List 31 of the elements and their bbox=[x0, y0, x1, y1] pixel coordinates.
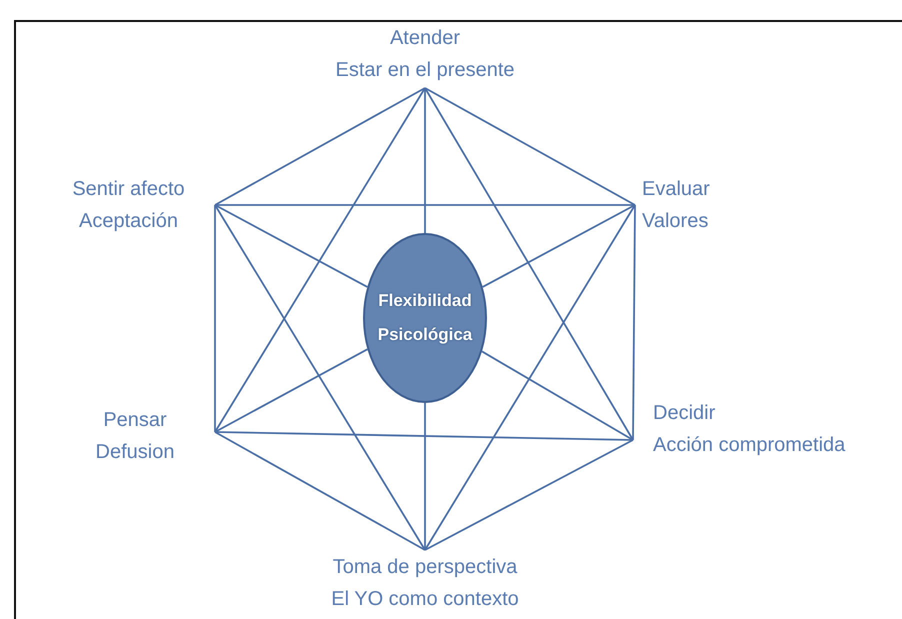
connector-line bbox=[214, 204, 426, 550]
connector-line bbox=[214, 205, 216, 432]
connector-line bbox=[214, 87, 426, 206]
process-name: Sentir afecto bbox=[72, 177, 185, 202]
process-name: Decidir bbox=[653, 401, 716, 426]
process-subtitle: Valores bbox=[642, 209, 708, 234]
connector-line bbox=[214, 431, 426, 551]
connector-line bbox=[424, 439, 634, 551]
connector-line bbox=[424, 204, 636, 550]
process-subtitle: Estar en el presente bbox=[336, 58, 514, 83]
process-subtitle: Defusion bbox=[96, 440, 174, 465]
connector-line bbox=[215, 204, 635, 206]
process-name: Evaluar bbox=[642, 177, 710, 202]
process-name: Atender bbox=[390, 26, 460, 51]
process-name: Toma de perspectiva bbox=[332, 555, 518, 580]
center-title: Flexibilidad Psicológica bbox=[376, 290, 474, 346]
connector-line bbox=[214, 431, 634, 441]
process-subtitle: Aceptación bbox=[79, 209, 178, 234]
process-subtitle: Acción comprometida bbox=[653, 433, 846, 458]
connector-line bbox=[482, 350, 634, 441]
connector-line bbox=[632, 205, 636, 440]
connector-line bbox=[424, 88, 426, 233]
connector-line bbox=[214, 348, 368, 433]
connector-line bbox=[424, 88, 634, 440]
process-name: Pensar bbox=[103, 408, 167, 433]
process-subtitle: El YO como contexto bbox=[331, 587, 519, 612]
connector-line bbox=[424, 87, 636, 206]
connector-line bbox=[214, 204, 368, 288]
connector-line bbox=[482, 204, 636, 288]
connector-line bbox=[424, 403, 426, 550]
connector-line bbox=[214, 88, 426, 432]
